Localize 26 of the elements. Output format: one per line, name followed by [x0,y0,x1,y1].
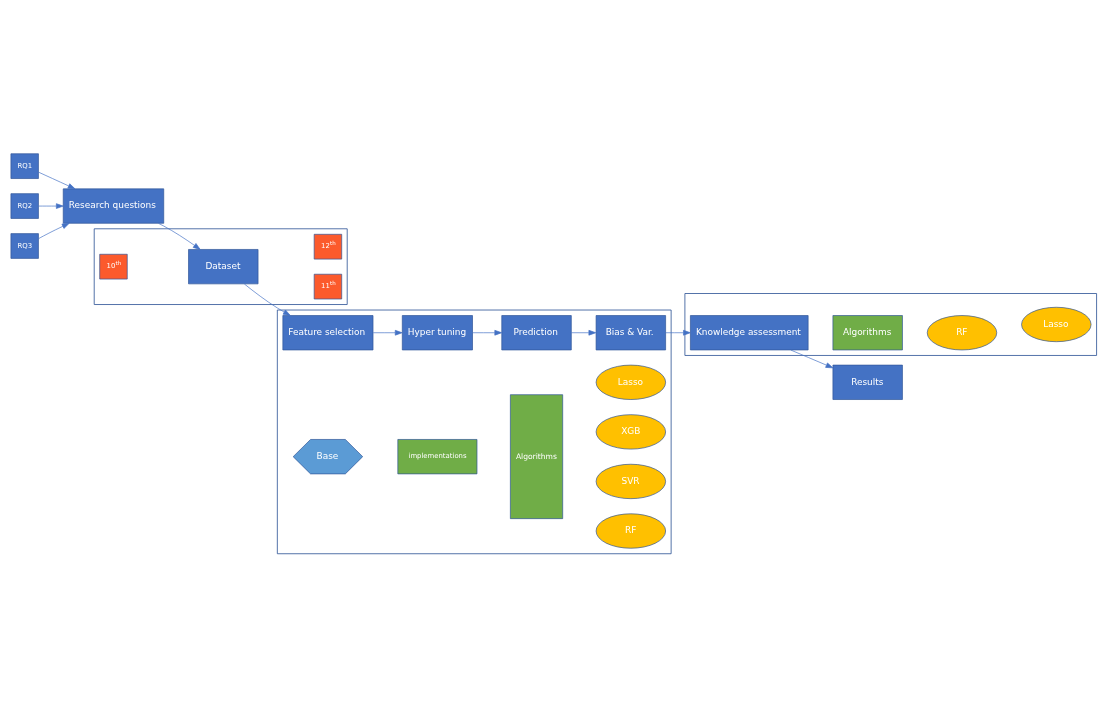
arrow [665,330,691,336]
arrow [38,223,70,239]
node-box: Hyper tuning [401,315,473,351]
cluster [93,228,348,305]
arrow [38,203,64,209]
arrow [158,223,201,250]
node-box: Feature selection [282,315,374,351]
node-box: Bias & Var. [595,315,666,351]
arrow [372,330,403,336]
node-ellipse: XGB [595,414,666,450]
arrow [570,330,597,336]
arrow [790,349,834,369]
node-ellipse: RF [926,315,998,351]
node-box: Results [832,364,903,400]
node-box: Knowledge assessment [690,315,809,351]
arrow [243,283,291,316]
node-box: Research questions [62,188,165,224]
node-ellipse: Lasso [595,364,666,400]
node-box: Algorithms [832,315,903,351]
arrow [472,330,503,336]
node-ellipse: SVR [595,463,666,499]
node-box: Prediction [501,315,572,351]
node-ellipse: Lasso [1021,306,1092,343]
node-ellipse: RF [595,513,666,549]
node-box: Dataset [188,249,259,285]
arrow [38,171,76,190]
